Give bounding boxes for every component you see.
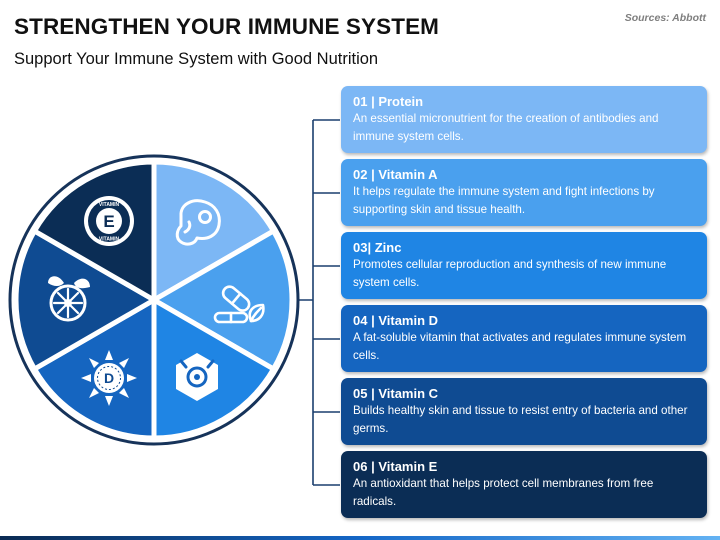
card-title: 03| Zinc: [353, 240, 402, 255]
card-description: Builds healthy skin and tissue to resist…: [353, 404, 688, 435]
bottom-accent-bar: [0, 536, 720, 540]
wheel-segment-protein: [151, 159, 277, 303]
card-vitamin-c: 05 | Vitamin C Builds healthy skin and t…: [341, 378, 707, 445]
card-title: 01 | Protein: [353, 94, 424, 109]
card-title: 04 | Vitamin D: [353, 313, 439, 328]
zinc-molecule-icon: [176, 353, 218, 401]
card-title: 06 | Vitamin E: [353, 459, 438, 474]
wheel-segment-vitamin-a: [151, 228, 295, 372]
card-description: A fat-soluble vitamin that activates and…: [353, 331, 687, 362]
card-vitamin-d: 04 | Vitamin D A fat-soluble vitamin tha…: [341, 305, 707, 372]
wheel-segment-vitamin-d: [31, 297, 157, 441]
card-vitamin-a: 02 | Vitamin A It helps regulate the imm…: [341, 159, 707, 226]
card-description: An antioxidant that helps protect cell m…: [353, 477, 654, 508]
orange-icon: [48, 276, 90, 322]
card-vitamin-e: 06 | Vitamin E An antioxidant that helps…: [341, 451, 707, 518]
card-description: It helps regulate the immune system and …: [353, 185, 655, 216]
pills-icon: [213, 285, 265, 324]
vitamin-d-sun-icon: D: [81, 350, 137, 406]
card-description: Promotes cellular reproduction and synth…: [353, 258, 667, 289]
vitamin-e-ring-bottom: VITAMIN: [99, 237, 120, 243]
card-description: An essential micronutrient for the creat…: [353, 112, 659, 143]
card-protein: 01 | Protein An essential micronutrient …: [341, 86, 707, 153]
card-title: 02 | Vitamin A: [353, 167, 438, 182]
vitamin-e-letter: E: [103, 212, 114, 231]
connector-lines: [290, 119, 340, 486]
source-note: Sources: Abbott: [624, 12, 706, 24]
steak-icon: [175, 199, 221, 246]
vitamin-e-badge-icon: E VITAMIN VITAMIN: [84, 196, 134, 246]
vitamin-e-ring-top: VITAMIN: [99, 202, 120, 208]
page-title: STRENGTHEN YOUR IMMUNE SYSTEM: [14, 14, 440, 39]
nutrition-wheel: E VITAMIN VITAMIN: [8, 154, 300, 446]
card-zinc: 03| Zinc Promotes cellular reproduction …: [341, 232, 707, 299]
page-subtitle: Support Your Immune System with Good Nut…: [14, 50, 379, 68]
vitamin-d-letter: D: [104, 370, 114, 386]
card-title: 05 | Vitamin C: [353, 386, 439, 401]
